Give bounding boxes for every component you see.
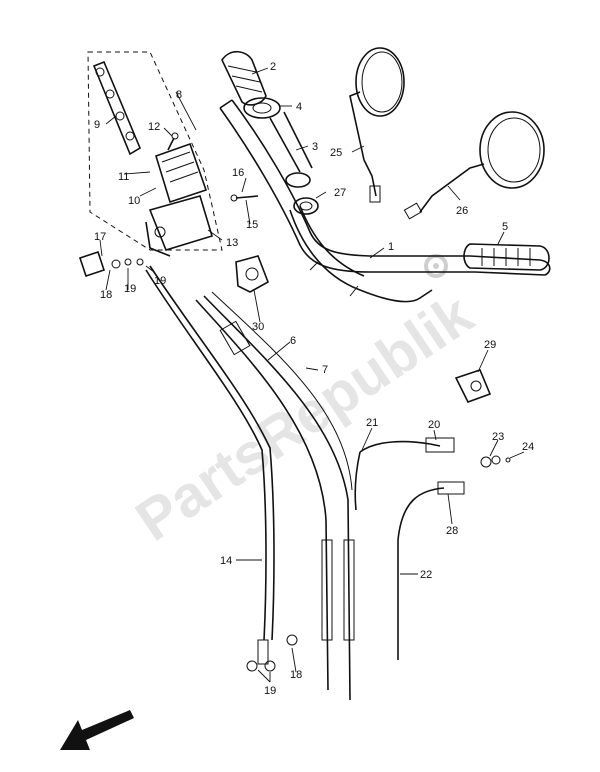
- clutch-cable: [145, 265, 275, 665]
- left-mirror: [349, 47, 405, 203]
- front-direction-arrow-icon: [60, 710, 134, 750]
- label-3: 3: [312, 141, 318, 153]
- label-1: 1: [388, 241, 394, 253]
- handlebar-switch-assembly: [92, 60, 213, 257]
- screw-15-16: [230, 194, 259, 202]
- label-7: 7: [322, 364, 328, 376]
- throttle-cables: [195, 291, 355, 701]
- label-14: 14: [220, 555, 232, 567]
- label-19-left: 19: [124, 283, 136, 295]
- right-mirror: [403, 111, 545, 220]
- label-16: 16: [232, 167, 244, 179]
- label-19-mid: 19: [154, 275, 166, 287]
- watermark-text: PartsRepublik: [125, 281, 485, 553]
- label-12: 12: [148, 121, 160, 133]
- part-labels: 1 2 3 4 5 6 7 8 9 10 11 12 13 14 15 16 1…: [94, 61, 534, 697]
- label-19-bottom: 19: [264, 685, 276, 697]
- label-10: 10: [128, 195, 140, 207]
- right-grip: [463, 243, 550, 271]
- switch-assembly-outline: [87, 51, 223, 251]
- label-18-left: 18: [100, 289, 112, 301]
- choke-cable: [354, 437, 465, 660]
- lever-holder-parts: [78, 250, 144, 278]
- label-13: 13: [226, 237, 238, 249]
- left-grip: [221, 50, 267, 106]
- label-29: 29: [484, 339, 496, 351]
- label-25: 25: [330, 147, 342, 159]
- throttle-housing: [235, 255, 269, 293]
- label-9: 9: [94, 119, 100, 131]
- label-17: 17: [94, 231, 106, 243]
- label-5: 5: [502, 221, 508, 233]
- watermark-gear-icon: [424, 254, 448, 278]
- label-23: 23: [492, 431, 504, 443]
- throttle-tube: [269, 111, 313, 188]
- end-cap: [293, 197, 319, 215]
- label-11: 11: [118, 171, 129, 183]
- label-30: 30: [252, 321, 264, 333]
- label-21: 21: [366, 417, 378, 429]
- leader-lines: [99, 67, 525, 683]
- label-4: 4: [296, 101, 302, 113]
- label-20: 20: [428, 419, 440, 431]
- label-24: 24: [522, 441, 534, 453]
- watermark: PartsRepublik: [125, 281, 485, 553]
- label-8: 8: [176, 89, 182, 101]
- label-2: 2: [270, 61, 276, 73]
- label-26: 26: [456, 205, 468, 217]
- grip-collar: [243, 97, 281, 119]
- label-15: 15: [246, 219, 258, 231]
- label-22: 22: [420, 569, 432, 581]
- nut-23-24: [480, 455, 511, 468]
- label-27: 27: [334, 187, 346, 199]
- label-28: 28: [446, 525, 458, 537]
- label-6: 6: [290, 335, 296, 347]
- handlebar: [219, 99, 551, 303]
- label-18-bottom: 18: [290, 669, 302, 681]
- switch-29: [454, 369, 492, 403]
- bottom-fasteners: [246, 634, 298, 672]
